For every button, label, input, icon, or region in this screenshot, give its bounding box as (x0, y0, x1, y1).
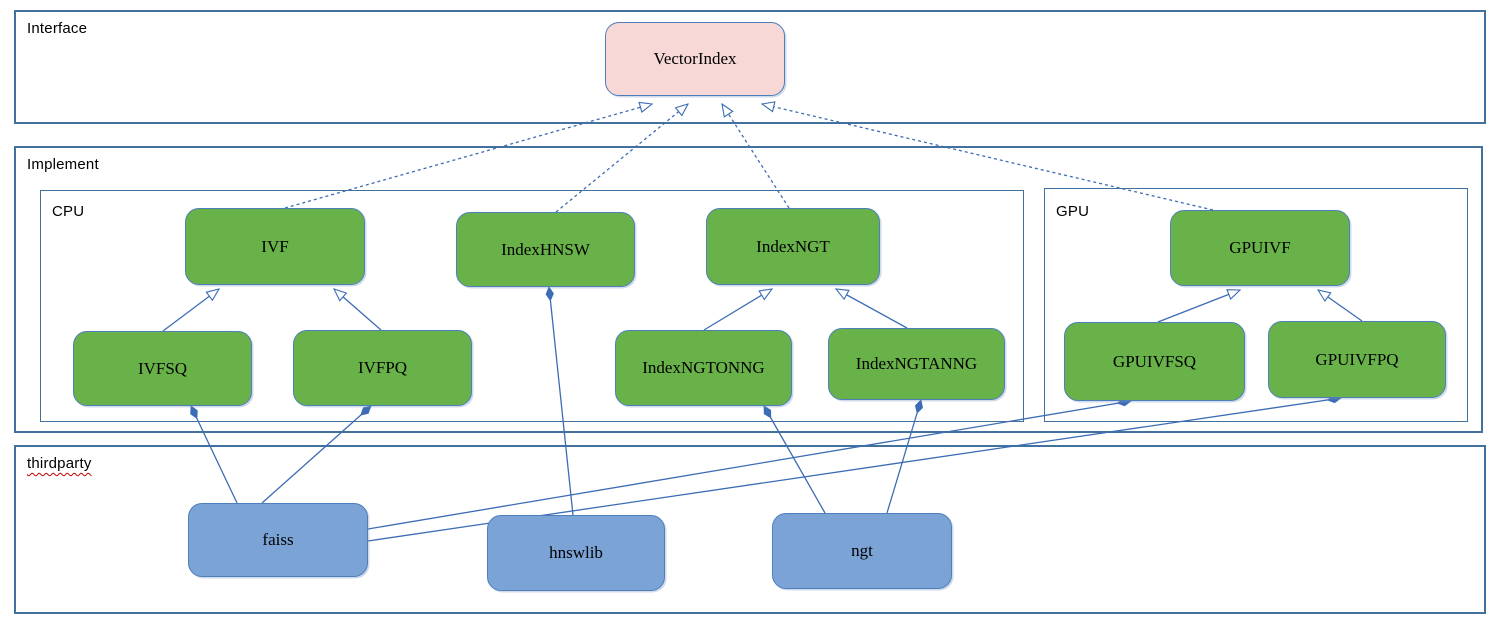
edge-IndexNGTANNG-ngt-composition (886, 400, 921, 514)
node-GPUIVF: GPUIVF (1170, 210, 1350, 286)
node-label: ngt (851, 541, 873, 560)
edge-GPUIVFPQ-GPUIVF-generalization (1318, 290, 1363, 322)
section-label-gpu: GPU (1056, 203, 1090, 220)
node-label: GPUIVFSQ (1112, 351, 1197, 371)
node-label: VectorIndex (653, 49, 737, 68)
node-label: GPUIVFPQ (1315, 349, 1399, 369)
node-VectorIndex: VectorIndex (605, 22, 785, 96)
edge-IndexNGTONNG-ngt-composition (763, 406, 826, 514)
edge-GPUIVF-VectorIndex-realization (762, 104, 1214, 211)
node-label: IndexHNSW (501, 239, 590, 259)
node-IndexNGT: IndexNGT (706, 208, 880, 285)
node-GPUIVFSQ: GPUIVFSQ (1064, 322, 1245, 401)
section-label-cpu: CPU (52, 203, 85, 220)
section-thirdparty: thirdparty (14, 445, 1486, 614)
edge-GPUIVFSQ-GPUIVF-generalization (1157, 290, 1240, 323)
node-label: IndexNGTONNG (642, 358, 765, 377)
node-label: IVFPQ (357, 358, 408, 377)
edge-IndexHNSW-VectorIndex-realization (555, 104, 688, 213)
section-gpu: GPU (1044, 188, 1468, 422)
node-label: hnswlib (549, 543, 603, 562)
edge-IndexHNSW-hnswlib-composition (549, 287, 574, 516)
node-IndexHNSW: IndexHNSW (456, 212, 635, 287)
node-IndexNGTONNG: IndexNGTONNG (615, 330, 792, 406)
section-label-implement: Implement (27, 156, 99, 173)
section-label-interface: Interface (27, 20, 88, 37)
edge-IVFSQ-faiss-composition (191, 406, 238, 504)
node-label: IVFSQ (137, 358, 188, 378)
edge-GPUIVFSQ-faiss-composition (367, 401, 1131, 530)
edge-IndexNGTONNG-IndexNGT-generalization (703, 289, 772, 331)
section-implement: Implement (14, 146, 1483, 433)
edge-IndexNGTANNG-IndexNGT-generalization (836, 289, 908, 329)
node-label: IndexNGTANNG (855, 354, 978, 373)
node-GPUIVFPQ: GPUIVFPQ (1268, 321, 1446, 398)
node-IVF: IVF (185, 208, 365, 285)
node-IVFSQ: IVFSQ (73, 331, 252, 406)
edge-IVFSQ-IVF-generalization (162, 289, 219, 332)
edge-IndexNGT-VectorIndex-realization (722, 104, 790, 209)
edge-IVF-VectorIndex-realization (284, 104, 652, 209)
node-label: GPUIVF (1229, 238, 1291, 257)
section-interface: Interface (14, 10, 1486, 124)
edge-IVFPQ-faiss-composition (261, 406, 371, 504)
node-IVFPQ: IVFPQ (293, 330, 472, 406)
node-hnswlib: hnswlib (487, 515, 665, 591)
section-cpu: CPU (40, 190, 1024, 422)
node-label: faiss (262, 530, 294, 549)
edge-IVFPQ-IVF-generalization (334, 289, 382, 331)
node-ngt: ngt (772, 513, 952, 589)
node-faiss: faiss (188, 503, 368, 577)
node-IndexNGTANNG: IndexNGTANNG (828, 328, 1005, 400)
node-label: IVF (261, 236, 289, 256)
section-label-thirdparty: thirdparty (27, 455, 92, 472)
node-label: IndexNGT (756, 236, 830, 256)
